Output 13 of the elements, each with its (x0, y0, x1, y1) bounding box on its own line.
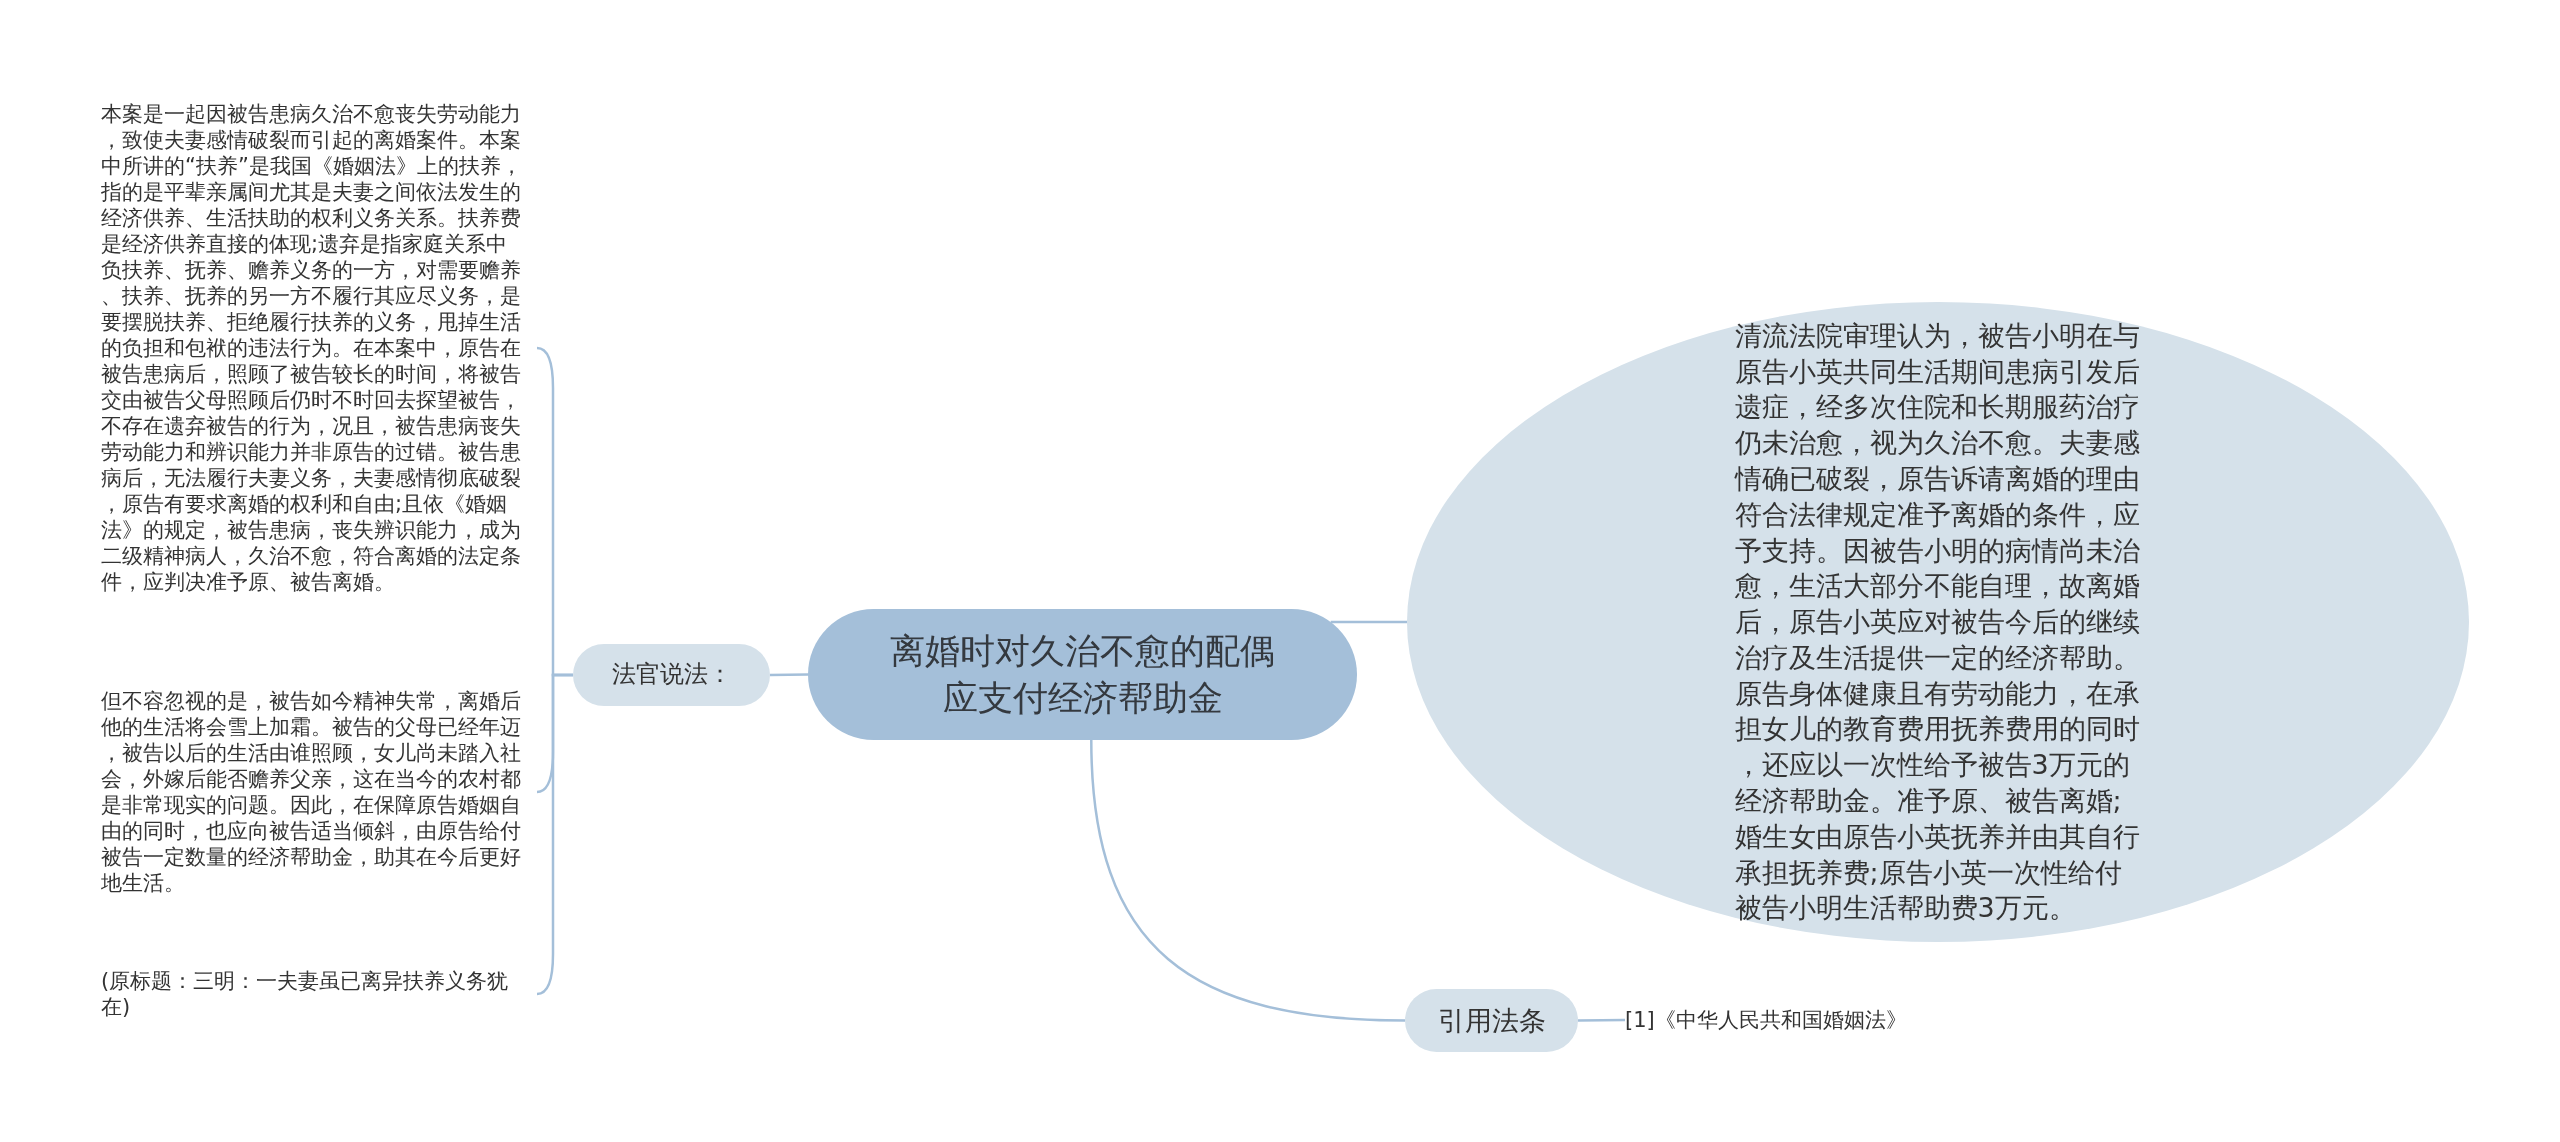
branch-label: 法官说法： (611, 659, 732, 691)
branch-label: 引用法条 (1437, 1003, 1546, 1038)
ruling-paragraph: 清流法院审理认为，被告小明在与原告小英共同生活期间患病引发后遗症，经多次住院和长期服药治疗仍未治愈，视为久治不愈。夫妻感情确已破裂，原告诉请离婚的理由符合法律规定准予离婚的条件，应予支持。因被告小明的病情尚未治愈，生活大部分不能自理，故离婚后，原告小英应对被告今后的继续治疗及生活提供一定的经济帮助。原告身体健康且有劳动能力，在承担女儿的教育费用抚养费用的同时，还应以一次性给予被告3万元的经济帮助金。准予原、被告离婚;婚生女由原告小英抚养并由其自行承担抚养费;原告小英一次性给付被告小明生活帮助费3万元。 (1734, 318, 2141, 926)
connector-line (536, 673, 573, 996)
connector-line (1090, 739, 1406, 1022)
connector-line (1330, 620, 1407, 624)
note-paragraph: 本案是一起因被告患病久治不愈丧失劳动能力，致使夫妻感情破裂而引起的离婚案件。本案中所讲的“扶养”是我国《婚姻法》上的扶养，指的是平辈亲属间尤其是夫妻之间依法发生的经济供养、生活扶助的权利义务关系。扶养费是经济供养直接的体现;遗弃是指家庭关系中负扶养、抚养、赡养义务的一方，对需要赡养、扶养、抚养的另一方不履行其应尽义务，是要摆脱扶养、拒绝履行扶养的义务，甩掉生活的负担和包袱的违法行为。在本案中，原告在被告患病后，照顾了被告较长的时间，将被告交由被告父母照顾后仍时不时回去探望被告，不存在遗弃被告的行为，况且，被告患病丧失劳动能力和辨识能力并非原告的过错。被告患病后，无法履行夫妻义务，夫妻感情彻底破裂，原告有要求离婚的权利和自由;且依《婚姻法》的规定，被告患病，丧失辨识能力，成为二级精神病人，久治不愈，符合离婚的法定条件，应判决准予原、被告离婚。 (101, 101, 537, 595)
note-paragraph: 但不容忽视的是，被告如今精神失常，离婚后他的生活将会雪上加霜。被告的父母已经年迈，被告以后的生活由谁照顾，女儿尚未踏入社会，外嫁后能否赡养父亲，这在当今的农村都是非常现实的问题。因此，在保障原告婚姻自由的同时，也应向被告适当倾斜，由原告给付被告一定数量的经济帮助金，助其在今后更好地生活。 (101, 688, 537, 896)
note-paragraph: (原标题：三明：一夫妻虽已离异扶养义务犹在) (101, 968, 537, 1020)
citation-text: [1]《中华人民共和国婚姻法》 (1625, 1005, 1907, 1035)
connector-line (1578, 1018, 1625, 1022)
connector-line (770, 673, 808, 677)
topic-title: 离婚时对久治不愈的配偶应支付经济帮助金 (889, 629, 1276, 720)
